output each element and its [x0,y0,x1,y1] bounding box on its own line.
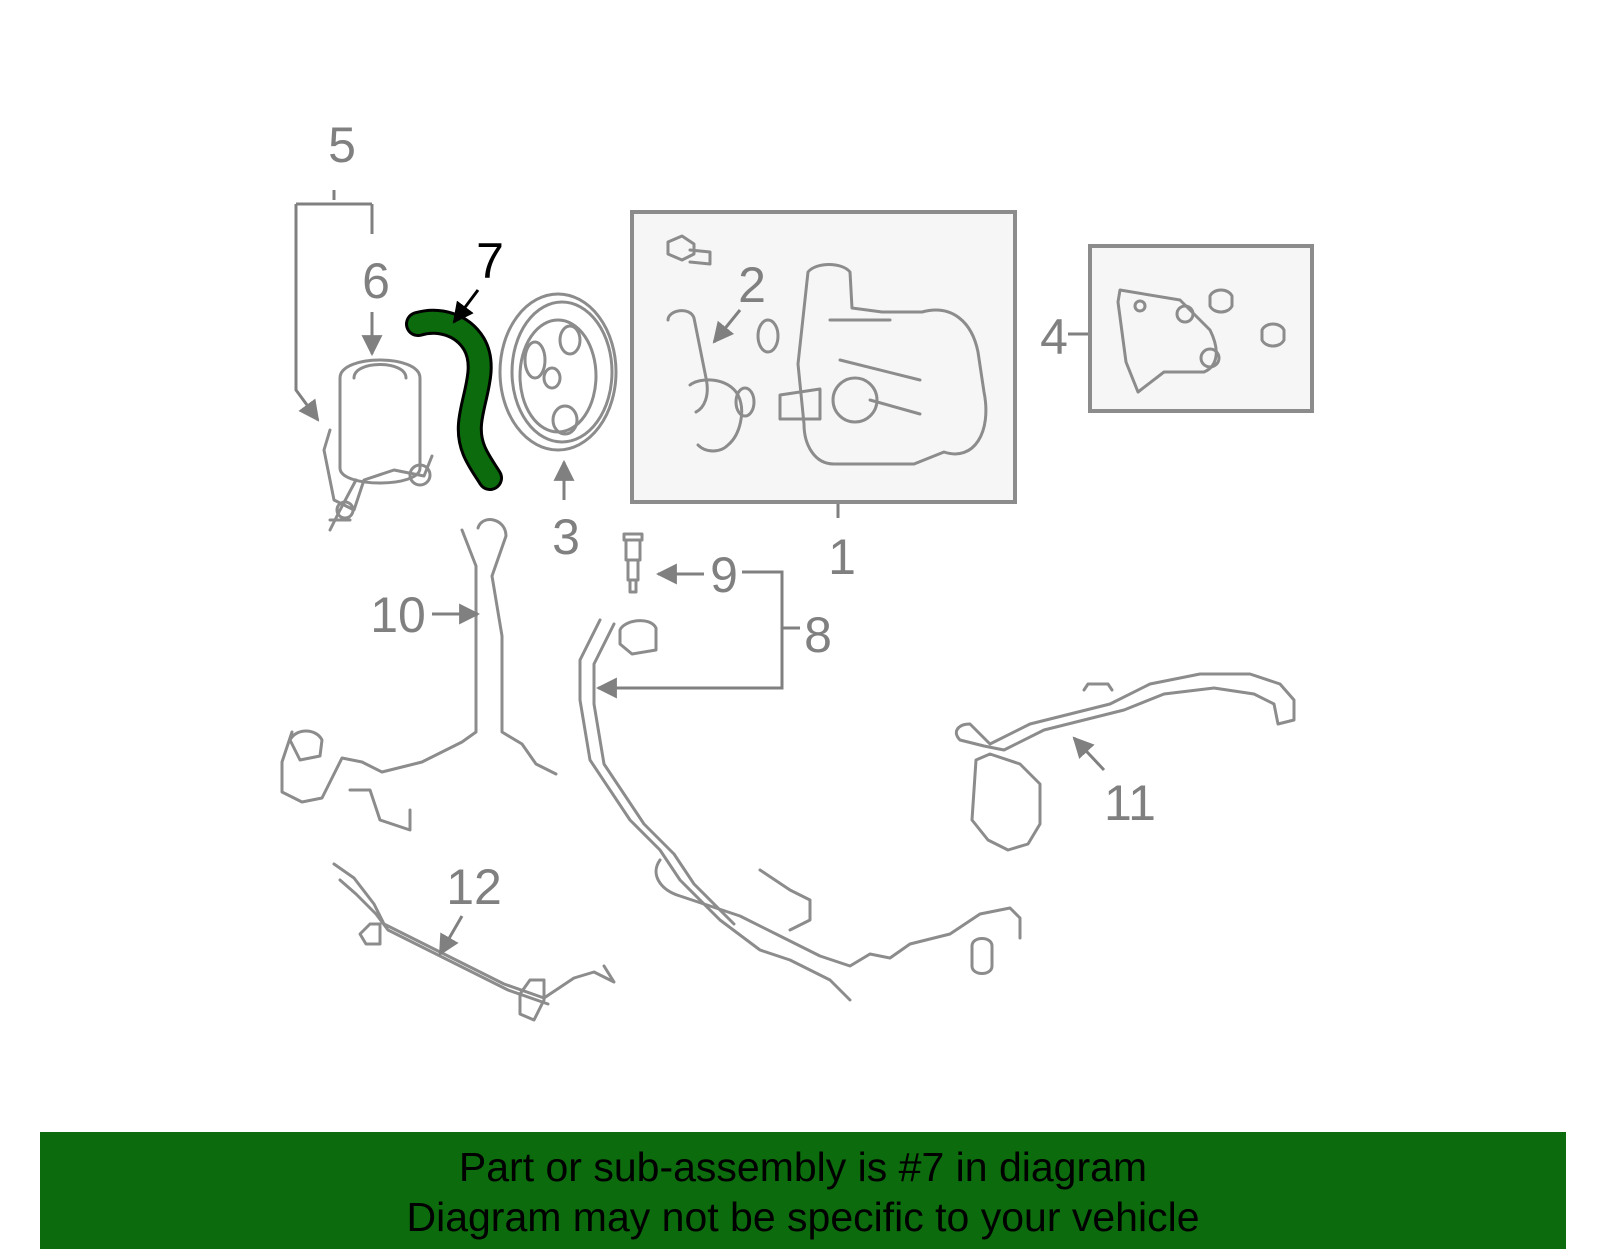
part-11-hose[interactable] [954,672,1296,852]
label-12: 12 [446,859,502,915]
leader-11 [1072,736,1106,772]
part-10-hose[interactable] [280,518,558,832]
leader-7 [452,289,480,324]
label-8: 8 [804,607,832,663]
label-2: 2 [738,257,766,313]
label-4: 4 [1040,309,1068,365]
label-1: 1 [828,529,856,585]
part-5-reservoir[interactable] [322,358,434,532]
part-8-pressure-hose[interactable] [578,618,1022,1002]
label-6: 6 [362,253,390,309]
label-10: 10 [370,587,426,643]
part-12-pipe[interactable] [332,862,616,1022]
banner-line-part-number: Part or sub-assembly is #7 in diagram [458,1144,1148,1190]
bracket-kit-box [1088,244,1314,413]
leader-2 [712,309,742,344]
callout-labels: 1 2 3 4 5 6 7 8 9 10 11 12 [328,117,1156,915]
part-3-pulley[interactable] [498,292,618,452]
leader-5 [294,190,372,420]
label-9: 9 [710,547,738,603]
leader-8 [595,570,784,699]
label-3: 3 [552,509,580,565]
label-7-highlighted: 7 [476,233,504,289]
leader-lines [294,190,1106,956]
part-9-switch[interactable] [622,532,644,594]
part-7-hose-highlighted[interactable] [405,308,503,491]
info-banner: Part or sub-assembly is #7 in diagram Di… [40,1132,1566,1249]
banner-line-disclaimer: Diagram may not be specific to your vehi… [406,1194,1200,1240]
part-4-group[interactable] [1088,244,1314,413]
label-5: 5 [328,117,356,173]
label-11: 11 [1104,775,1156,831]
leader-12 [438,915,464,956]
part-1-group[interactable] [630,210,1017,504]
